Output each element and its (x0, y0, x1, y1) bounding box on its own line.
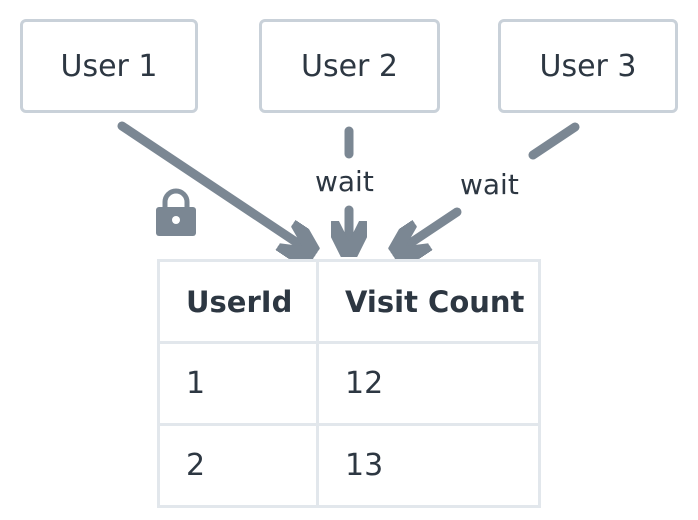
table-row: 1 12 (157, 341, 541, 426)
user3-arrow-top (528, 122, 580, 160)
user-3-box: User 3 (498, 19, 678, 113)
header-visit-count: Visit Count (316, 259, 541, 344)
lock-icon (156, 188, 196, 236)
user-3-label: User 3 (539, 48, 637, 84)
table-header-row: UserId Visit Count (157, 259, 541, 344)
cell-visit-count: 13 (316, 423, 541, 508)
cell-userid: 2 (157, 423, 319, 508)
user1-arrow (117, 121, 302, 246)
visit-count-table: UserId Visit Count 1 12 2 13 (157, 259, 541, 508)
user-1-box: User 1 (20, 19, 198, 113)
user-2-wait-label: wait (313, 165, 376, 199)
header-userid: UserId (157, 259, 319, 344)
user3-arrow-bottom (406, 207, 462, 246)
user-1-label: User 1 (60, 48, 158, 84)
user-2-box: User 2 (259, 19, 440, 113)
user-3-wait-label: wait (458, 168, 521, 202)
table-row: 2 13 (157, 423, 541, 508)
cell-visit-count: 12 (316, 341, 541, 426)
cell-userid: 1 (157, 341, 319, 426)
user-2-label: User 2 (300, 48, 398, 84)
